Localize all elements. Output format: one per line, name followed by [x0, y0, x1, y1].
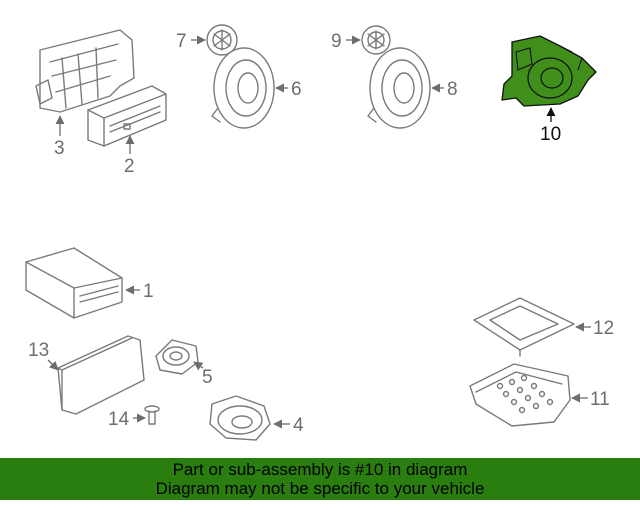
callout-13-label: 13: [28, 340, 49, 361]
callout-11: 11: [571, 389, 610, 410]
callout-7: 7: [176, 31, 206, 52]
callout-10-label: 10: [540, 124, 561, 145]
callout-9-label: 9: [331, 31, 342, 52]
callout-12: 12: [575, 318, 614, 339]
callout-8: 8: [431, 79, 458, 100]
callout-1: 1: [125, 281, 154, 302]
part-4-oval-speaker[interactable]: [209, 395, 271, 441]
callout-2: 2: [124, 135, 135, 177]
part-2-radio-unit[interactable]: [87, 85, 167, 147]
part-1-disc-unit[interactable]: [25, 247, 123, 319]
callout-6: 6: [275, 79, 302, 100]
callout-11-label: 11: [590, 389, 610, 410]
part-8-speaker[interactable]: [367, 47, 431, 129]
callout-14: 14: [108, 409, 146, 430]
part-11-amplifier[interactable]: [469, 363, 571, 427]
callout-4-label: 4: [293, 415, 304, 436]
callout-14-label: 14: [108, 409, 130, 430]
callout-3: 3: [54, 115, 65, 159]
callout-12-label: 12: [593, 318, 614, 339]
part-6-speaker[interactable]: [211, 47, 275, 129]
banner-line-1: Part or sub-assembly is #10 in diagram: [172, 460, 468, 479]
callout-7-label: 7: [176, 31, 187, 52]
part-7-tweeter[interactable]: [206, 24, 238, 56]
part-12-plate[interactable]: [473, 297, 575, 357]
part-3-bracket[interactable]: [35, 29, 135, 113]
callout-6-label: 6: [291, 79, 302, 100]
callout-8-label: 8: [447, 79, 458, 100]
callout-13: 13: [28, 340, 59, 371]
part-13-display-panel[interactable]: [57, 335, 145, 415]
callout-9: 9: [331, 31, 361, 52]
callout-1-label: 1: [143, 281, 154, 302]
callout-4: 4: [273, 415, 304, 436]
part-10-speaker-assembly[interactable]: [501, 35, 597, 107]
callout-3-label: 3: [54, 138, 65, 159]
part-14-screw[interactable]: [144, 405, 160, 425]
callout-5: 5: [193, 361, 213, 388]
callout-2-label: 2: [124, 156, 135, 177]
part-5-small-speaker[interactable]: [155, 339, 199, 375]
part-9-tweeter[interactable]: [361, 25, 391, 55]
callout-10: 10: [540, 107, 561, 145]
banner-line-2: Diagram may not be specific to your vehi…: [155, 479, 485, 498]
callout-5-label: 5: [202, 367, 213, 388]
info-banner: Part or sub-assembly is #10 in diagram D…: [0, 458, 640, 500]
